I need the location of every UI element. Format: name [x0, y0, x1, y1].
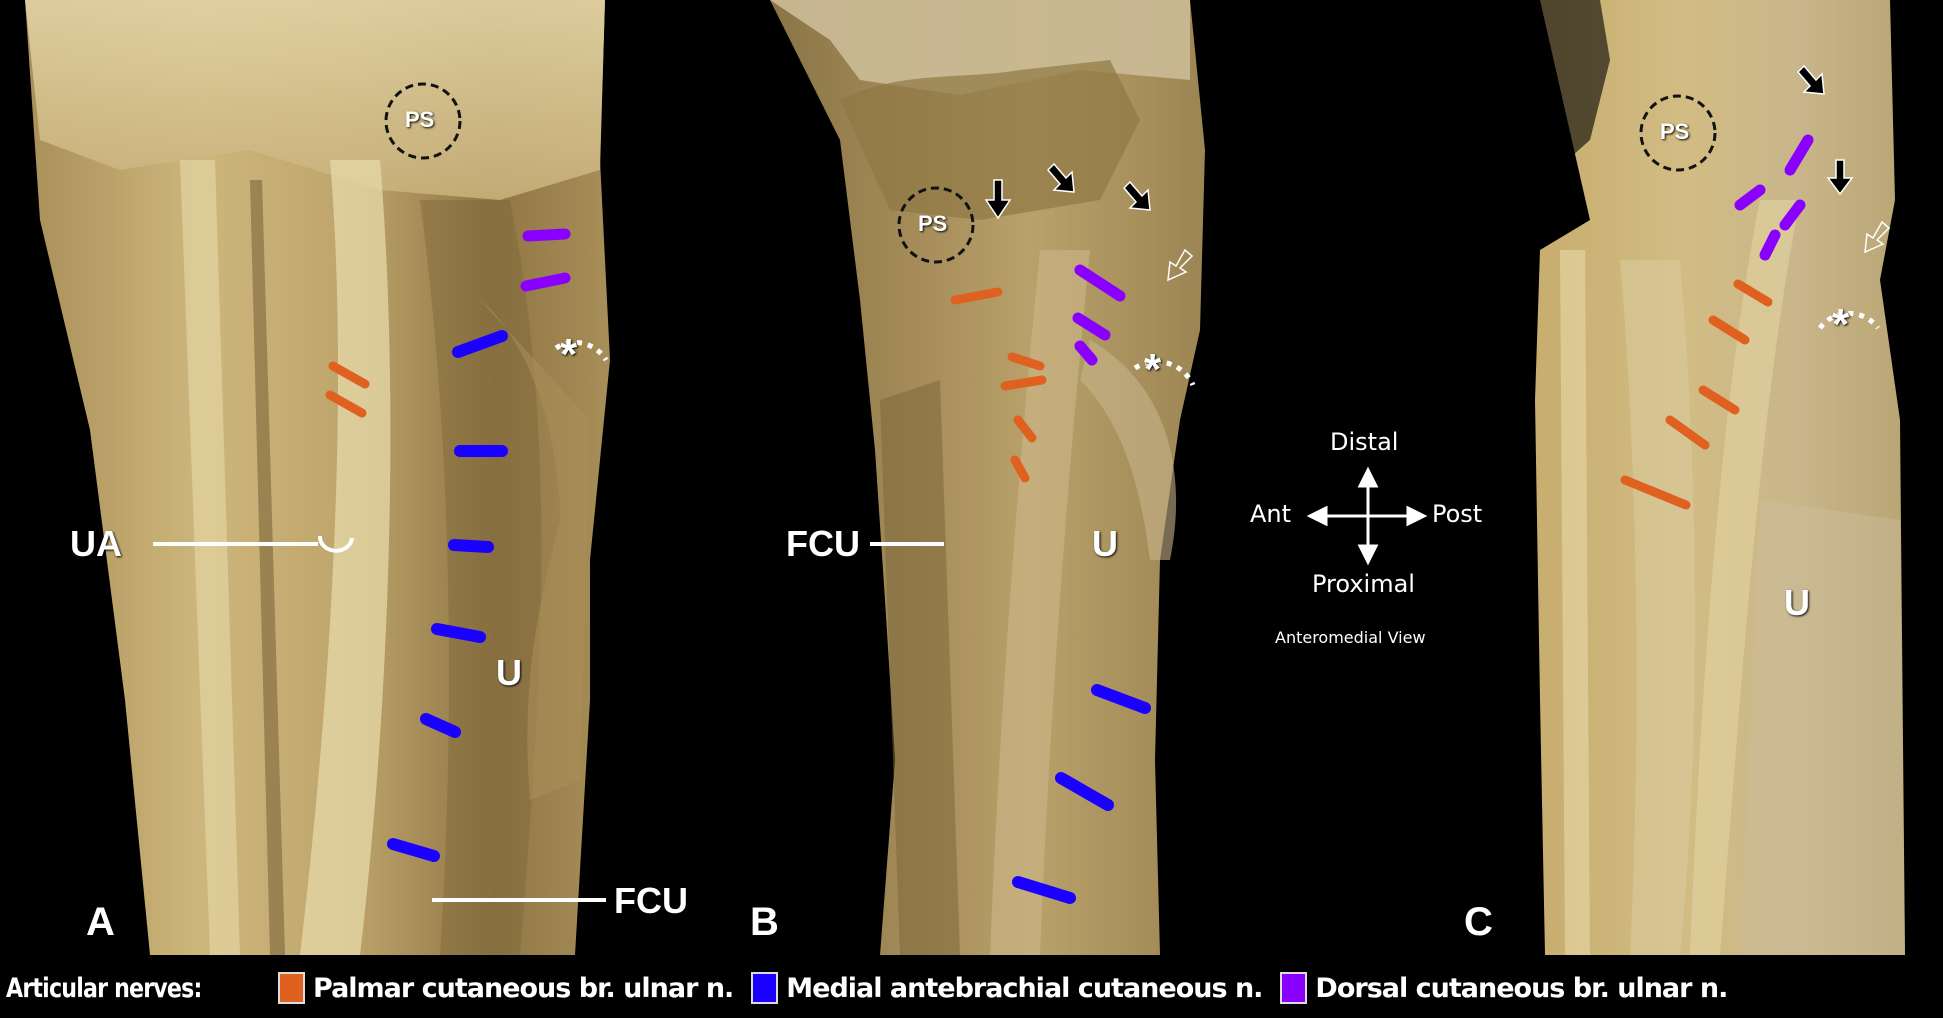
dorsal-nerve-markers	[520, 134, 1814, 366]
arrow-left-icon	[1306, 505, 1328, 527]
legend: Articular nerves: Palmar cutaneous br. u…	[0, 958, 1943, 1018]
panel-a-u-label: U	[496, 652, 522, 693]
panel-a-fcu-label: FCU	[614, 880, 688, 921]
panel-b-letter: B	[750, 900, 779, 944]
legend-label: Dorsal cutaneous br. ulnar n.	[1315, 972, 1728, 1004]
panel-a-asterisk: *	[560, 330, 578, 379]
arrow-icon	[1826, 159, 1854, 196]
pointer-lines	[153, 535, 944, 902]
palmar-swatch	[278, 972, 305, 1004]
compass-proximal: Proximal	[1312, 570, 1415, 598]
arrow-up-icon	[1357, 466, 1379, 488]
panel-a-letter: A	[86, 900, 115, 944]
legend-item-palmar: Palmar cutaneous br. ulnar n.	[278, 972, 734, 1004]
panel-b-tissue	[770, 0, 1205, 955]
panel-a-ps-label: PS	[405, 107, 435, 132]
black-arrows	[984, 64, 1891, 282]
panel-c-u-label: U	[1784, 582, 1810, 623]
arrow-icon	[1796, 64, 1825, 95]
panel-c-asterisk: *	[1832, 300, 1850, 349]
arrow-right-icon	[1406, 505, 1428, 527]
arrow-icon	[984, 179, 1012, 220]
panel-a-tissue	[25, 0, 610, 955]
arrow-down-icon	[1357, 544, 1379, 566]
legend-item-medial: Medial antebrachial cutaneous n.	[751, 972, 1263, 1004]
legend-label: Medial antebrachial cutaneous n.	[786, 972, 1263, 1004]
medial-swatch	[751, 972, 779, 1004]
panel-b-asterisk: *	[1144, 345, 1162, 394]
panel-b-fcu-label: FCU	[786, 523, 860, 564]
panel-c-ps-label: PS	[1660, 119, 1690, 144]
arrow-icon	[1122, 180, 1151, 211]
dissection-panels	[25, 0, 1905, 955]
panel-b-ps-label: PS	[918, 211, 948, 236]
legend-title: Articular nerves:	[6, 972, 202, 1004]
compass-ant: Ant	[1250, 500, 1292, 528]
legend-item-dorsal: Dorsal cutaneous br. ulnar n.	[1280, 972, 1728, 1004]
compass-distal: Distal	[1330, 428, 1399, 456]
panel-a-ua-label: UA	[70, 523, 122, 564]
compass-arrows	[1306, 466, 1428, 566]
palmar-nerve-markers	[325, 279, 1773, 510]
panel-c-tissue	[1535, 0, 1905, 955]
dorsal-swatch	[1280, 972, 1308, 1004]
compass-post: Post	[1432, 500, 1483, 528]
legend-label: Palmar cutaneous br. ulnar n.	[313, 972, 734, 1004]
asterisk-arcs	[554, 310, 1881, 387]
medial-nerve-markers	[387, 330, 1151, 904]
ua-hook	[317, 535, 354, 553]
panel-c-letter: C	[1464, 900, 1493, 944]
arrow-icon	[1046, 162, 1075, 193]
ps-circles	[384, 82, 1717, 264]
view-caption: Anteromedial View	[1275, 628, 1426, 647]
panel-b-u-label: U	[1092, 523, 1118, 564]
